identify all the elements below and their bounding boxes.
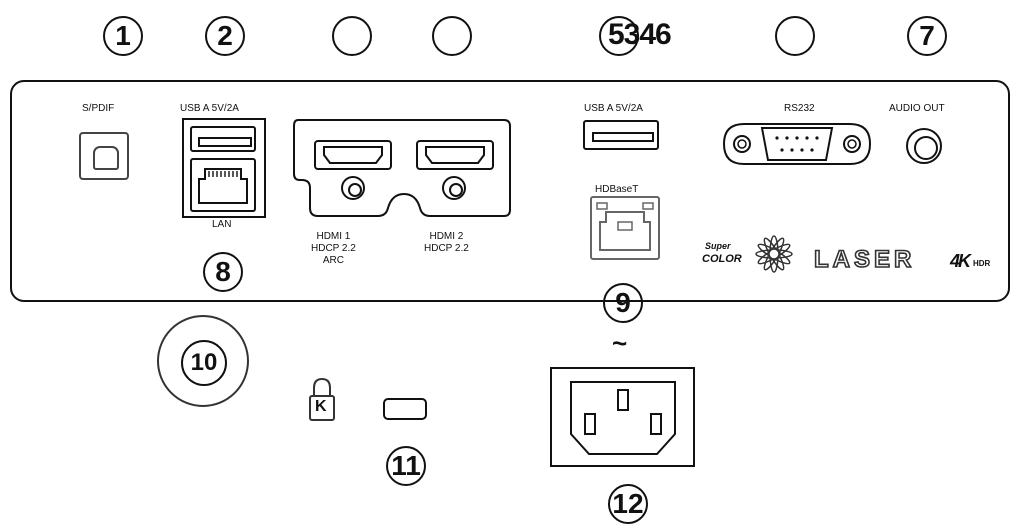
callout-4 xyxy=(432,16,472,56)
hdmi-1-label-line1: HDMI 1 xyxy=(316,231,351,242)
callout-9: 9 xyxy=(603,283,643,323)
usb-tongue-icon xyxy=(592,132,654,142)
hdmi-1-screw xyxy=(341,176,365,200)
hdmi-block-outline xyxy=(293,119,511,217)
kensington-k-letter: K xyxy=(315,398,327,415)
spdif-label: S/PDIF xyxy=(82,103,115,114)
lan-label: LAN xyxy=(212,219,232,230)
callout-7: 7 xyxy=(907,16,947,56)
hdmi-1-label-line3: ARC xyxy=(322,255,344,266)
callout-2: 2 xyxy=(205,16,245,56)
super-color-flower-icon xyxy=(755,235,793,273)
hdr-logo: HDR xyxy=(973,259,991,268)
hdmi-1-label-line2: HDCP 2.2 xyxy=(311,243,356,254)
laser-logo: LASER xyxy=(813,245,916,274)
spdif-port[interactable] xyxy=(79,132,129,180)
spdif-opening-icon xyxy=(93,146,119,170)
hdmi-1-label: HDMI 1 HDCP 2.2 ARC xyxy=(311,231,356,267)
usb-a-left-label: USB A 5V/2A xyxy=(180,103,239,114)
super-color-logo-color: COLOR xyxy=(702,253,742,265)
callout-12-number: 12 xyxy=(612,488,644,519)
usb-a-right-label: USB A 5V/2A xyxy=(584,103,643,114)
ac-power-symbol: ~ xyxy=(612,328,628,358)
callout-5 xyxy=(599,16,639,56)
rj45-icon xyxy=(198,168,248,204)
kensington-slot[interactable] xyxy=(383,398,427,420)
rs232-port[interactable] xyxy=(722,120,872,170)
hdmi-connector-icon xyxy=(425,146,485,164)
power-inlet-socket[interactable] xyxy=(563,378,683,458)
hdmi-2-label-line2: HDCP 2.2 xyxy=(424,243,469,254)
callout-12: 12 xyxy=(608,484,648,524)
callout-9-number: 9 xyxy=(615,287,631,318)
rs232-label: RS232 xyxy=(784,103,815,114)
callout-2-number: 2 xyxy=(217,20,233,51)
hdmi-2-screw xyxy=(442,176,466,200)
usb-a-left-port[interactable] xyxy=(190,126,256,152)
usb-a-right-port[interactable] xyxy=(583,120,659,150)
callout-1: 1 xyxy=(103,16,143,56)
hdmi-2-port[interactable] xyxy=(416,140,494,170)
hdmi-1-port[interactable] xyxy=(314,140,392,170)
callout-7-number: 7 xyxy=(919,20,935,51)
audio-jack-ring-icon xyxy=(914,136,938,160)
rear-panel xyxy=(10,80,1010,302)
kensington-lock-icon xyxy=(309,377,335,421)
hdmi-2-label-line1: HDMI 2 xyxy=(429,231,464,242)
callout-11: 11 xyxy=(386,446,426,486)
callout-6 xyxy=(775,16,815,56)
callout-10-number: 10 xyxy=(190,349,218,376)
audio-out-label: AUDIO OUT xyxy=(889,103,945,114)
hdmi-connector-icon xyxy=(323,146,383,164)
callout-8-number: 8 xyxy=(215,256,231,287)
super-color-logo-super: Super xyxy=(705,241,731,251)
rj45-icon xyxy=(596,202,654,251)
round-button-outer[interactable] xyxy=(157,315,249,407)
callout-5-overlay-number: 5346 xyxy=(608,18,672,51)
hdbaset-label: HDBaseT xyxy=(595,184,639,195)
audio-out-port[interactable] xyxy=(906,128,942,164)
hdmi-2-label: HDMI 2 HDCP 2.2 xyxy=(424,231,469,255)
lan-port[interactable] xyxy=(190,158,256,212)
usb-tongue-icon xyxy=(198,137,252,147)
hdbaset-port[interactable] xyxy=(590,196,660,260)
callout-1-number: 1 xyxy=(115,20,131,51)
callout-10: 10 xyxy=(181,340,227,386)
4k-logo: 4K xyxy=(950,251,971,271)
power-inlet-frame xyxy=(550,367,695,467)
callout-8: 8 xyxy=(203,252,243,292)
callout-3 xyxy=(332,16,372,56)
callout-11-number: 11 xyxy=(391,450,421,481)
